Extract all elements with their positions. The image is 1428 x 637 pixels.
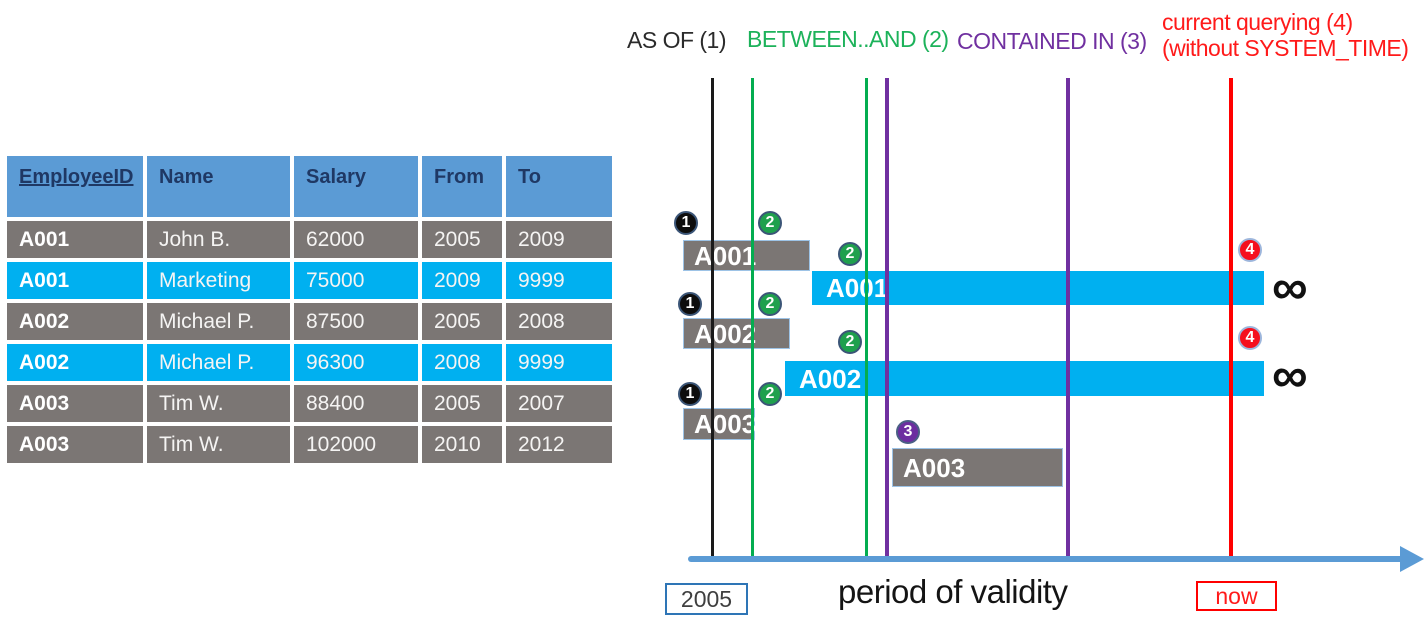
col-header-to: To [506,156,612,217]
bar-a003-history-1: A003 [683,408,756,440]
badge-as-of-1: 1 [674,211,698,235]
legend-between-and: BETWEEN..AND (2) [747,26,949,52]
table-cell: 2007 [506,385,612,422]
employee-table: EmployeeID Name Salary From To A001 John… [3,152,616,467]
axis-title: period of validity [838,573,1068,610]
as-of-line [711,78,714,562]
badge-between-2: 2 [758,211,782,235]
table-row: A003 Tim W. 102000 2010 2012 [7,426,612,463]
infinity-icon: ∞ [1272,259,1308,315]
between-line-end [865,78,868,562]
badge-between-2: 2 [838,242,862,266]
table-row-current: A001 Marketing 75000 2009 9999 [7,262,612,299]
time-axis [688,556,1404,562]
time-axis-arrowhead [1400,546,1424,572]
bar-a002-current: A002 [785,361,1264,396]
badge-as-of-1: 1 [678,382,702,406]
table-cell: 75000 [294,262,418,299]
col-header-salary: Salary [294,156,418,217]
table-cell: 2012 [506,426,612,463]
col-header-employeeid: EmployeeID [7,156,143,217]
table-cell: 88400 [294,385,418,422]
contained-line-start [885,78,889,562]
year-2005-box: 2005 [665,583,748,615]
bar-a001-current: A001 [812,271,1264,305]
table-cell: 2005 [422,385,502,422]
employee-table-header: EmployeeID Name Salary From To [7,156,612,217]
table-cell: 87500 [294,303,418,340]
table-cell: 96300 [294,344,418,381]
table-cell: Michael P. [147,303,290,340]
table-row-current: A002 Michael P. 96300 2008 9999 [7,344,612,381]
bar-a001-history: A001 [683,240,810,271]
bar-a003-history-2: A003 [892,448,1063,487]
table-cell: A001 [7,221,143,258]
table-cell: John B. [147,221,290,258]
between-line-start [751,78,754,562]
badge-between-2: 2 [758,292,782,316]
table-cell: A003 [7,426,143,463]
table-cell: 9999 [506,262,612,299]
table-row: A002 Michael P. 87500 2005 2008 [7,303,612,340]
table-cell: 102000 [294,426,418,463]
table-cell: Marketing [147,262,290,299]
bar-a002-history: A002 [683,318,790,349]
table-cell: 2009 [422,262,502,299]
table-cell: 2008 [422,344,502,381]
table-cell: A002 [7,344,143,381]
table-row: A001 John B. 62000 2005 2009 [7,221,612,258]
table-cell: Tim W. [147,385,290,422]
table-cell: 2005 [422,221,502,258]
col-header-name: Name [147,156,290,217]
table-cell: A002 [7,303,143,340]
infinity-icon: ∞ [1272,347,1308,403]
table-cell: A003 [7,385,143,422]
table-cell: 2010 [422,426,502,463]
col-header-from: From [422,156,502,217]
contained-line-end [1066,78,1070,562]
legend-current-querying-line1: current querying (4) [1162,9,1353,35]
table-cell: 62000 [294,221,418,258]
badge-contained-3: 3 [896,420,920,444]
now-line [1229,78,1233,562]
legend-contained-in: CONTAINED IN (3) [957,28,1147,54]
now-box: now [1196,581,1277,611]
table-cell: 2005 [422,303,502,340]
table-cell: A001 [7,262,143,299]
legend-current-querying-line2: (without SYSTEM_TIME) [1162,35,1409,61]
badge-between-2: 2 [838,330,862,354]
table-cell: 2009 [506,221,612,258]
table-row: A003 Tim W. 88400 2005 2007 [7,385,612,422]
badge-current-4: 4 [1238,326,1262,350]
table-cell: 2008 [506,303,612,340]
legend-as-of: AS OF (1) [627,27,727,53]
table-cell: 9999 [506,344,612,381]
badge-as-of-1: 1 [678,292,702,316]
badge-between-2: 2 [758,382,782,406]
badge-current-4: 4 [1238,238,1262,262]
table-cell: Tim W. [147,426,290,463]
legend-current-querying: current querying (4) (without SYSTEM_TIM… [1162,9,1409,61]
table-cell: Michael P. [147,344,290,381]
